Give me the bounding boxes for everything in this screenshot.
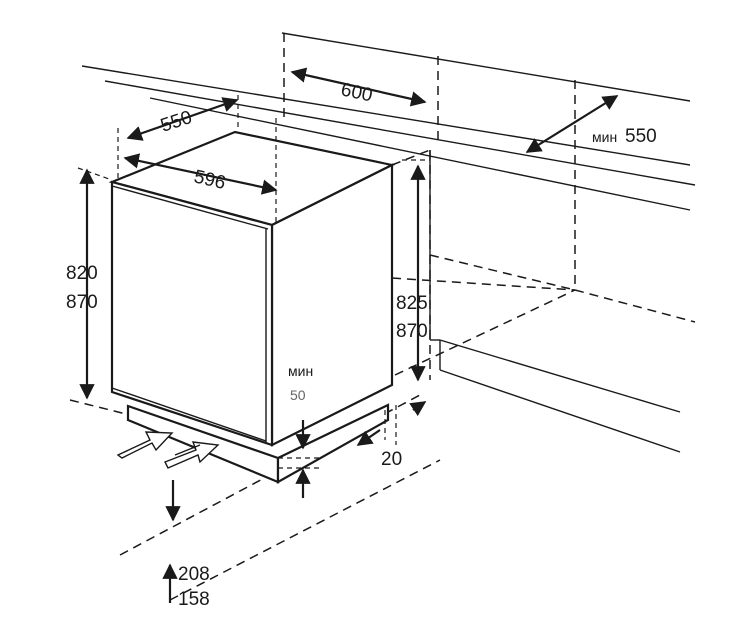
label-niche-height-min: 825 (396, 293, 428, 314)
adjacent-cabinet (429, 150, 681, 453)
dimension-labels: 600 мин 550 550 596 820 870 825 870 мин … (66, 79, 657, 610)
appliance-body (108, 130, 396, 447)
label-plinth-height-min: 158 (178, 589, 210, 610)
label-appliance-height-max: 870 (66, 292, 98, 313)
label-appliance-depth: 550 (158, 107, 195, 137)
dimension-lines (77, 67, 619, 603)
label-recess: 20 (381, 449, 402, 470)
label-base-gap-prefix: мин (288, 363, 313, 379)
label-base-gap-value: 50 (290, 387, 306, 403)
label-plinth-height-max: 208 (178, 564, 210, 585)
label-cabinet-depth-value: 550 (625, 126, 657, 147)
label-cabinet-depth-prefix: мин (592, 129, 617, 145)
label-niche-height-max: 870 (396, 321, 428, 342)
label-cabinet-width: 600 (339, 79, 374, 106)
airflow-arrows (116, 431, 220, 522)
label-appliance-height-min: 820 (66, 263, 98, 284)
